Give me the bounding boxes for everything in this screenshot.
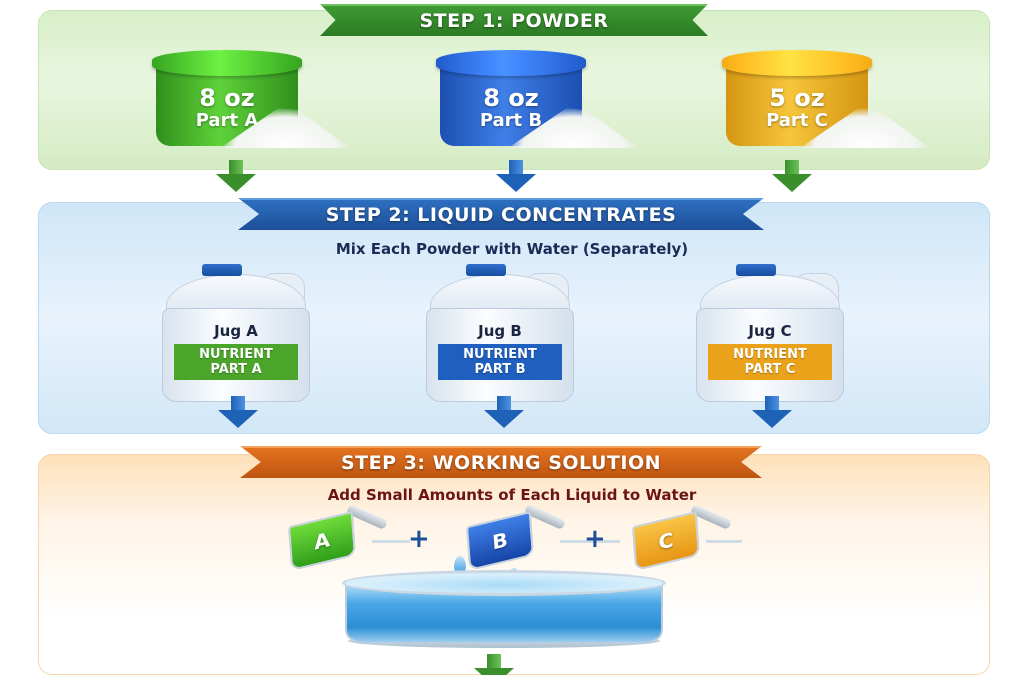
jug-c-label: NUTRIENT PART C <box>708 344 832 380</box>
tub-a-label: Part A <box>195 110 259 131</box>
jug-b-label-line1: NUTRIENT <box>463 347 537 362</box>
jug-b-name: Jug B <box>478 322 522 340</box>
connector-line <box>706 540 742 543</box>
step2-title: STEP 2: LIQUID CONCENTRATES <box>325 204 677 226</box>
step3-subtitle: Add Small Amounts of Each Liquid to Wate… <box>327 486 697 504</box>
jug-c: Jug C NUTRIENT PART C <box>694 264 846 404</box>
jug-b: Jug B NUTRIENT PART B <box>424 264 576 404</box>
jug-a: Jug A NUTRIENT PART A <box>160 264 312 404</box>
measuring-cup-a: A <box>282 503 389 572</box>
tub-c-label: Part C <box>766 110 828 131</box>
measuring-cup-b: B <box>460 503 567 572</box>
step2-subtitle: Mix Each Powder with Water (Separately) <box>335 240 689 258</box>
cup-a-letter: A <box>287 510 357 572</box>
jug-a-label-line2: PART A <box>210 362 262 377</box>
tub-c-amount: 5 oz <box>769 84 825 112</box>
jug-a-name: Jug A <box>214 322 258 340</box>
arrow-down-icon <box>752 396 792 428</box>
jug-c-name: Jug C <box>748 322 792 340</box>
plus-icon: + <box>408 524 430 554</box>
arrow-down-icon <box>484 396 524 428</box>
arrow-down-icon <box>216 160 256 192</box>
tub-b-amount: 8 oz <box>483 84 539 112</box>
arrow-down-icon <box>496 160 536 192</box>
jug-b-label: NUTRIENT PART B <box>438 344 562 380</box>
jug-c-label-line2: PART C <box>744 362 796 377</box>
arrow-down-icon <box>772 160 812 192</box>
connector-line <box>372 540 410 543</box>
plus-icon: + <box>584 524 606 554</box>
jug-b-label-line2: PART B <box>474 362 526 377</box>
step3-title: STEP 3: WORKING SOLUTION <box>340 452 662 474</box>
step1-title: STEP 1: POWDER <box>419 10 609 32</box>
jug-a-label-line1: NUTRIENT <box>199 347 273 362</box>
arrow-down-icon <box>218 396 258 428</box>
jug-cap-icon <box>466 264 506 276</box>
tub-b-label: Part B <box>479 110 543 131</box>
arrow-down-icon <box>474 654 514 675</box>
step3-banner: STEP 3: WORKING SOLUTION <box>240 446 762 478</box>
jug-a-label: NUTRIENT PART A <box>174 344 298 380</box>
step1-banner: STEP 1: POWDER <box>320 4 708 36</box>
tub-a-amount: 8 oz <box>199 84 255 112</box>
cup-b-letter: B <box>465 510 535 572</box>
water-basin <box>342 570 666 648</box>
cup-c-letter: C <box>631 510 701 572</box>
step2-banner: STEP 2: LIQUID CONCENTRATES <box>238 198 764 230</box>
jug-cap-icon <box>202 264 242 276</box>
measuring-cup-c: C <box>626 503 733 572</box>
jug-c-label-line1: NUTRIENT <box>733 347 807 362</box>
jug-cap-icon <box>736 264 776 276</box>
connector-line <box>560 540 620 543</box>
